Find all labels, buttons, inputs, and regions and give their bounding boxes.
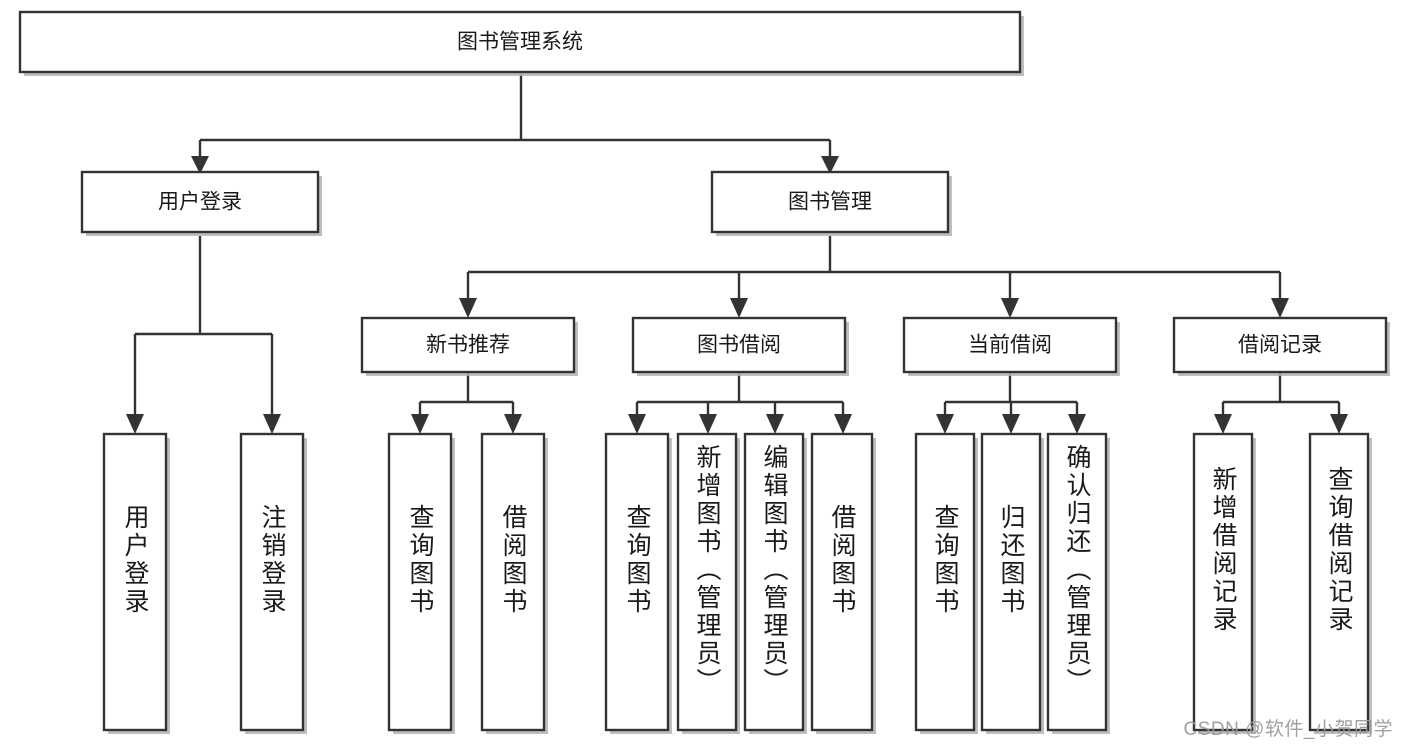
label-new-book-recommend: 新书推荐 xyxy=(426,334,510,357)
arrow-bb-leaf-2 xyxy=(699,414,717,434)
node-user-login[interactable] xyxy=(80,170,320,234)
label-borrow-record: 借阅记录 xyxy=(1238,334,1322,357)
arrow-nbr-leaf-2 xyxy=(504,414,522,434)
connector-layer xyxy=(126,74,1348,434)
node-leaf-query-book-2[interactable] xyxy=(604,432,670,732)
node-leaf-query-record[interactable] xyxy=(1308,432,1370,732)
node-leaf-edit-book[interactable] xyxy=(743,432,805,732)
arrow-user-login-leaf-2 xyxy=(263,414,281,434)
node-leaf-query-book-1[interactable] xyxy=(387,432,453,732)
arrow-cb-leaf-1 xyxy=(936,414,954,434)
arrow-cb-leaf-3 xyxy=(1068,414,1086,434)
node-leaf-confirm-return[interactable] xyxy=(1046,432,1108,732)
arrow-br-leaf-2 xyxy=(1330,414,1348,434)
node-leaf-borrow-book-1[interactable] xyxy=(480,432,546,732)
node-leaf-add-book[interactable] xyxy=(676,432,738,732)
node-leaf-logout-login[interactable] xyxy=(239,432,305,732)
node-new-book-recommend[interactable] xyxy=(360,316,576,374)
arrow-user-login-leaf-1 xyxy=(126,414,144,434)
arrow-root-to-book-management xyxy=(821,156,839,174)
arrow-root-to-user-login xyxy=(191,156,209,174)
arrow-cb-leaf-2 xyxy=(1002,414,1020,434)
arrow-nbr-leaf-1 xyxy=(411,414,429,434)
node-book-borrow[interactable] xyxy=(631,316,847,374)
arrow-bm-to-book-borrow xyxy=(730,298,748,318)
node-leaf-return-book[interactable] xyxy=(980,432,1042,732)
node-book-management[interactable] xyxy=(710,170,950,234)
arrow-bb-leaf-4 xyxy=(834,414,852,434)
arrow-bb-leaf-1 xyxy=(628,414,646,434)
arrow-bm-to-borrow-record xyxy=(1271,298,1289,318)
root-node-box[interactable] xyxy=(18,10,1022,74)
label-user-login: 用户登录 xyxy=(158,191,242,214)
label-book-borrow: 图书借阅 xyxy=(697,334,781,357)
node-leaf-borrow-book-2[interactable] xyxy=(810,432,874,732)
node-leaf-query-book-3[interactable] xyxy=(914,432,976,732)
arrow-br-leaf-1 xyxy=(1214,414,1232,434)
label-current-borrow: 当前借阅 xyxy=(968,334,1052,357)
node-borrow-record[interactable] xyxy=(1172,316,1388,374)
node-current-borrow[interactable] xyxy=(902,316,1118,374)
node-leaf-user-login[interactable] xyxy=(102,432,168,732)
label-book-management: 图书管理 xyxy=(788,191,872,214)
arrow-bb-leaf-3 xyxy=(766,414,784,434)
node-layer: 图书管理系统 用户登录 图书管理 新书推荐 图书借阅 当前借阅 借阅记录 xyxy=(18,10,1390,734)
node-leaf-add-record[interactable] xyxy=(1192,432,1254,732)
root-node-label: 图书管理系统 xyxy=(457,31,583,54)
arrow-bm-to-new-book-recommend xyxy=(459,298,477,318)
arrow-bm-to-current-borrow xyxy=(1001,298,1019,318)
